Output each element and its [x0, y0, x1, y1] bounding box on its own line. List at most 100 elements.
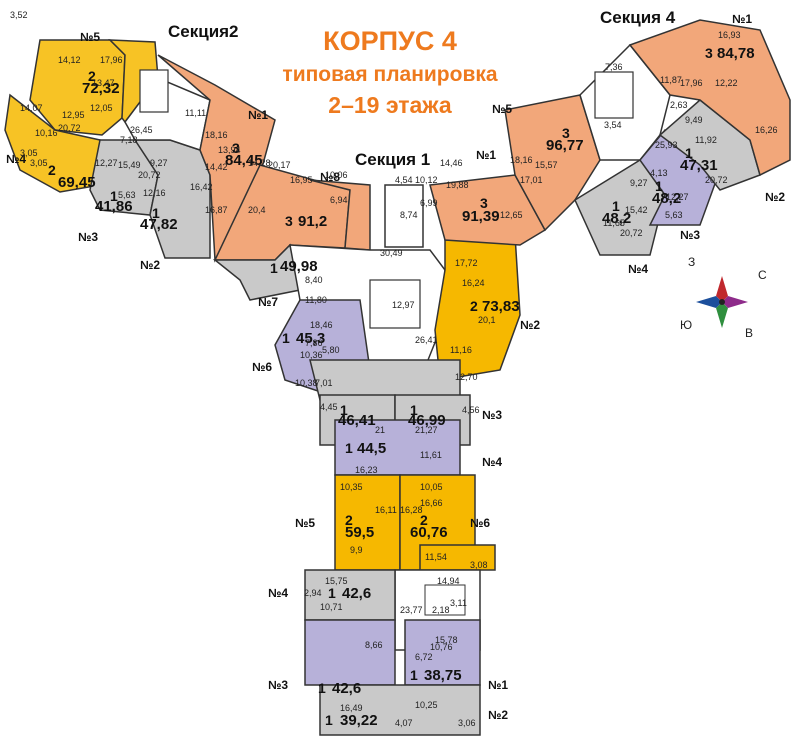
apt-left-4[interactable]: [4, 93, 101, 193]
apt-no: №5: [80, 30, 101, 44]
left-wing: [4, 39, 371, 301]
right-stairs: [594, 71, 634, 119]
apt-rooms: 1: [612, 198, 620, 214]
room-area-label: 21: [375, 425, 386, 435]
room-area-label: 16,93: [718, 30, 741, 40]
room-area-label: 3,05: [20, 148, 38, 158]
apt-b-2[interactable]: [319, 684, 481, 736]
room-area-label: 7,18: [120, 135, 138, 145]
apt-no: №1: [476, 148, 497, 162]
apt-rooms: 2: [420, 512, 428, 528]
apt-rooms: 1: [152, 205, 160, 221]
apt-rooms: 3: [705, 45, 713, 61]
room-area-label: 16,23: [355, 465, 378, 475]
center-stairs: [384, 184, 424, 248]
room-area-label: 3,05: [30, 158, 48, 168]
apt-no: №3: [78, 230, 99, 244]
apt-no: №2: [140, 258, 161, 272]
page-title: КОРПУС 4: [323, 26, 457, 56]
apt-rooms: 2: [88, 68, 96, 84]
room-area-label: 7,86: [305, 338, 323, 348]
room-area-label: 2,63: [670, 100, 688, 110]
room-area-label: 10,12: [415, 175, 438, 185]
room-area-label: 17,01: [520, 175, 543, 185]
apt-area: 38,75: [424, 667, 462, 684]
apt-no: №7: [258, 295, 279, 309]
apt-right-1[interactable]: [429, 174, 547, 246]
room-area-label: 20,72: [58, 123, 81, 133]
apt-area: 49,98: [280, 258, 318, 275]
room-area-label: 20,72: [138, 170, 161, 180]
apt-no: №3: [482, 408, 503, 422]
apt-b-3bl[interactable]: [304, 619, 396, 686]
room-area-label: 7,01: [315, 378, 333, 388]
room-area-label: 13,47: [92, 78, 115, 88]
apt-b-5[interactable]: [334, 474, 401, 571]
room-area-label: 16,28: [400, 505, 423, 515]
room-area-label: 7,36: [605, 62, 623, 72]
room-area-label: 2,18: [432, 605, 450, 615]
room-area-label: 11,61: [420, 450, 442, 460]
room-area-label: 10,35: [340, 482, 363, 492]
apt-area: 48,2: [602, 210, 632, 227]
apt-rooms: 1: [410, 402, 418, 418]
room-area-label: 16,42: [190, 182, 213, 192]
apt-area: 73,83: [482, 298, 520, 315]
room-area-label: 2,94: [304, 588, 322, 598]
apt-area: 42,6: [332, 680, 362, 697]
room-area-label: 8,40: [305, 275, 323, 285]
room-area-label: 3,54: [604, 120, 622, 130]
apt-rooms: 3: [562, 125, 570, 141]
apt-right-1b[interactable]: [628, 19, 791, 177]
room-area-label: 6,72: [415, 652, 433, 662]
room-area-label: 5,63: [665, 210, 683, 220]
bottom-wing: [304, 394, 496, 736]
room-area-label: 15,75: [325, 576, 348, 586]
apt-rooms: 1: [685, 145, 693, 161]
apt-rooms: 1: [325, 712, 333, 728]
room-area-label: 11,65: [603, 218, 625, 228]
room-area-label: 11,16: [450, 345, 472, 355]
room-area-label: 3,11: [450, 598, 467, 608]
apt-area: 59,5: [345, 524, 375, 541]
apt-no: №4: [268, 586, 289, 600]
apt-area: 72,32: [82, 80, 120, 97]
room-area-label: 18,46: [310, 320, 333, 330]
apt-area: 45,3: [296, 330, 326, 347]
room-area-label: 15,57: [535, 160, 558, 170]
section-2-label: Секция2: [168, 22, 239, 41]
room-area-label: 14,46: [440, 158, 463, 168]
apt-no: №3: [680, 228, 701, 242]
room-area-label: 9,49: [685, 115, 703, 125]
room-area-label: 3,52: [10, 10, 28, 20]
apt-b-6r[interactable]: [419, 544, 496, 571]
apt-rooms: 1: [328, 585, 336, 601]
room-area-label: 8,66: [365, 640, 383, 650]
apt-b-4[interactable]: [334, 419, 461, 476]
apt-rooms: 1: [318, 680, 326, 696]
apt-area: 47,82: [140, 216, 178, 233]
section-1-label: Секция 1: [355, 150, 431, 169]
room-area-label: 20,72: [705, 175, 728, 185]
room-area-label: 9,27: [630, 178, 648, 188]
apt-no: №6: [252, 360, 273, 374]
room-area-label: 20,4: [248, 205, 266, 215]
room-area-label: 12,05: [90, 103, 113, 113]
apt-b-1[interactable]: [404, 619, 481, 686]
apt-b-4l[interactable]: [304, 569, 396, 621]
apt-center-2[interactable]: [434, 234, 521, 381]
room-area-label: 14,12: [58, 55, 81, 65]
room-area-label: 20,1: [478, 315, 496, 325]
apt-no: №2: [488, 708, 509, 722]
compass-w: З: [688, 255, 696, 269]
room-area-label: 12,27: [95, 158, 118, 168]
room-area-label: 14,94: [437, 576, 460, 586]
room-area-label: 17,96: [100, 55, 123, 65]
room-area-label: 26,45: [130, 125, 153, 135]
room-area-label: 25,93: [655, 140, 678, 150]
room-area-label: 21,27: [415, 425, 438, 435]
room-area-label: 16,24: [462, 278, 485, 288]
apt-no: №3: [268, 678, 289, 692]
room-area-label: 14,07: [20, 103, 43, 113]
